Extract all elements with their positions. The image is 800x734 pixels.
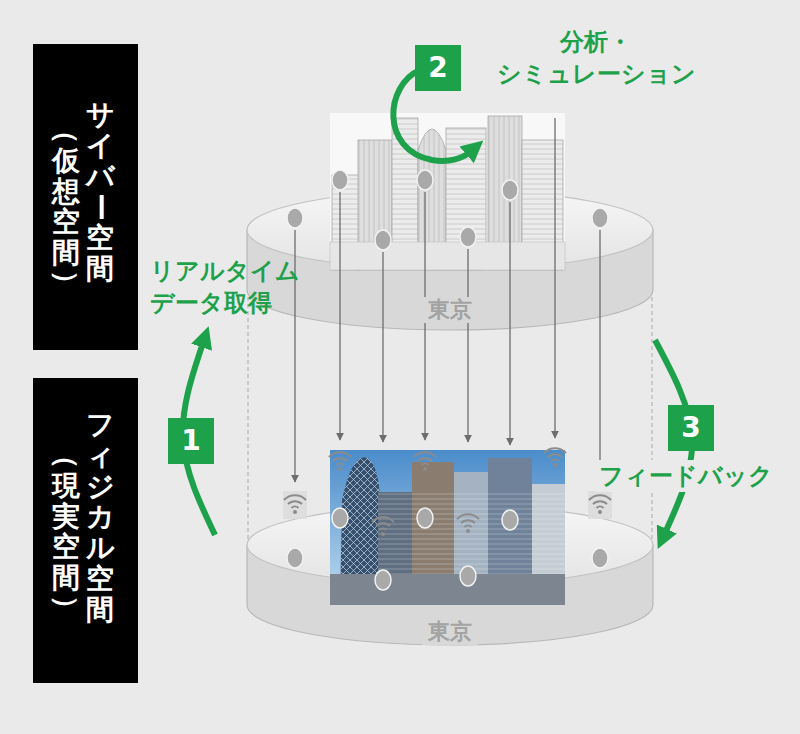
glyph: カ bbox=[86, 502, 114, 533]
glyph: 間 bbox=[52, 238, 80, 269]
glyph: バ bbox=[86, 162, 114, 193]
sensor-dot bbox=[417, 170, 433, 190]
space-title: サイバー空間 bbox=[86, 100, 114, 285]
dashed-guide bbox=[247, 290, 248, 545]
wifi-icon bbox=[283, 491, 307, 519]
data-link-line bbox=[554, 118, 555, 438]
glyph: ジ bbox=[86, 472, 114, 503]
glyph: 間 bbox=[86, 595, 114, 626]
dashed-guide bbox=[651, 290, 652, 545]
place-label: 東京 bbox=[422, 619, 478, 645]
sensor-dot bbox=[417, 508, 433, 528]
glyph: 間 bbox=[52, 563, 80, 594]
sensor-dot bbox=[502, 180, 518, 200]
glyph: （ bbox=[51, 441, 82, 469]
glyph: 空 bbox=[86, 223, 114, 254]
sensor-dot bbox=[592, 548, 608, 568]
step-label: 分析・ シミュレーション bbox=[490, 26, 702, 91]
glyph: 空 bbox=[52, 207, 80, 238]
cylinder-top bbox=[247, 190, 653, 270]
space-title: フィジカル空間 bbox=[86, 410, 114, 626]
space-subtitle: （現実空間） bbox=[52, 440, 80, 625]
glyph: ー bbox=[85, 194, 116, 222]
callout-number: 3 bbox=[668, 405, 714, 451]
wifi-icon bbox=[544, 448, 566, 467]
cyber-cityscape bbox=[330, 242, 565, 270]
cylinder-top bbox=[247, 505, 653, 585]
sensor-dot bbox=[287, 548, 303, 568]
glyph: 想 bbox=[52, 177, 80, 208]
data-link-line bbox=[467, 249, 468, 442]
glyph: ル bbox=[86, 533, 114, 564]
wifi-icon bbox=[414, 452, 436, 471]
glyph: 空 bbox=[52, 532, 80, 563]
data-link-line bbox=[599, 230, 600, 482]
wifi-icon bbox=[329, 452, 351, 471]
cyber-cityscape bbox=[330, 113, 565, 270]
city-platform: 東京 bbox=[245, 503, 655, 649]
glyph: 空 bbox=[86, 564, 114, 595]
wifi-icon bbox=[284, 495, 306, 514]
wifi-icon bbox=[283, 448, 612, 536]
glyph: サ bbox=[86, 100, 114, 131]
sensor-dot bbox=[375, 570, 391, 590]
sensor-dot bbox=[460, 566, 476, 586]
glyph: フ bbox=[86, 410, 114, 441]
glyph: イ bbox=[86, 131, 114, 162]
sensor-dot bbox=[592, 208, 608, 228]
city-platform: 東京 bbox=[245, 188, 655, 334]
glyph: ） bbox=[51, 595, 82, 623]
physical-cityscape bbox=[330, 450, 565, 605]
flow-label: フィードバック bbox=[596, 460, 776, 492]
wifi-icon bbox=[457, 514, 479, 533]
data-link-line bbox=[382, 252, 383, 442]
glyph: 仮 bbox=[52, 146, 80, 177]
data-link-line bbox=[339, 192, 340, 440]
space-panel: フィジカル空間（現実空間） bbox=[33, 378, 138, 683]
sensor-dot bbox=[287, 170, 608, 590]
space-subtitle: （仮想空間） bbox=[52, 115, 80, 300]
callout-number: 2 bbox=[415, 45, 461, 91]
sensor-dot bbox=[375, 230, 391, 250]
glyph: 現 bbox=[52, 471, 80, 502]
sensor-dot bbox=[332, 508, 348, 528]
callout-number: 1 bbox=[168, 418, 214, 464]
physical-cityscape bbox=[330, 574, 565, 605]
flow-label: リアルタイム データ取得 bbox=[150, 255, 328, 320]
data-link-line bbox=[509, 202, 510, 445]
physical-cityscape bbox=[330, 450, 565, 605]
sensor-dot bbox=[287, 208, 303, 228]
wifi-icon bbox=[372, 517, 394, 536]
space-panel: サイバー空間（仮想空間） bbox=[33, 44, 138, 350]
place-label: 東京 bbox=[422, 297, 478, 323]
sensor-dot bbox=[502, 510, 518, 530]
wifi-icon bbox=[589, 495, 611, 514]
sensor-dot bbox=[460, 227, 476, 247]
glyph: （ bbox=[51, 116, 82, 144]
wifi-icon bbox=[588, 491, 612, 519]
cyber-cityscape bbox=[330, 113, 565, 270]
glyph: 実 bbox=[52, 502, 80, 533]
glyph: 間 bbox=[86, 254, 114, 285]
glyph: ィ bbox=[86, 441, 114, 472]
sensor-dot bbox=[332, 170, 348, 190]
glyph: ） bbox=[51, 270, 82, 298]
